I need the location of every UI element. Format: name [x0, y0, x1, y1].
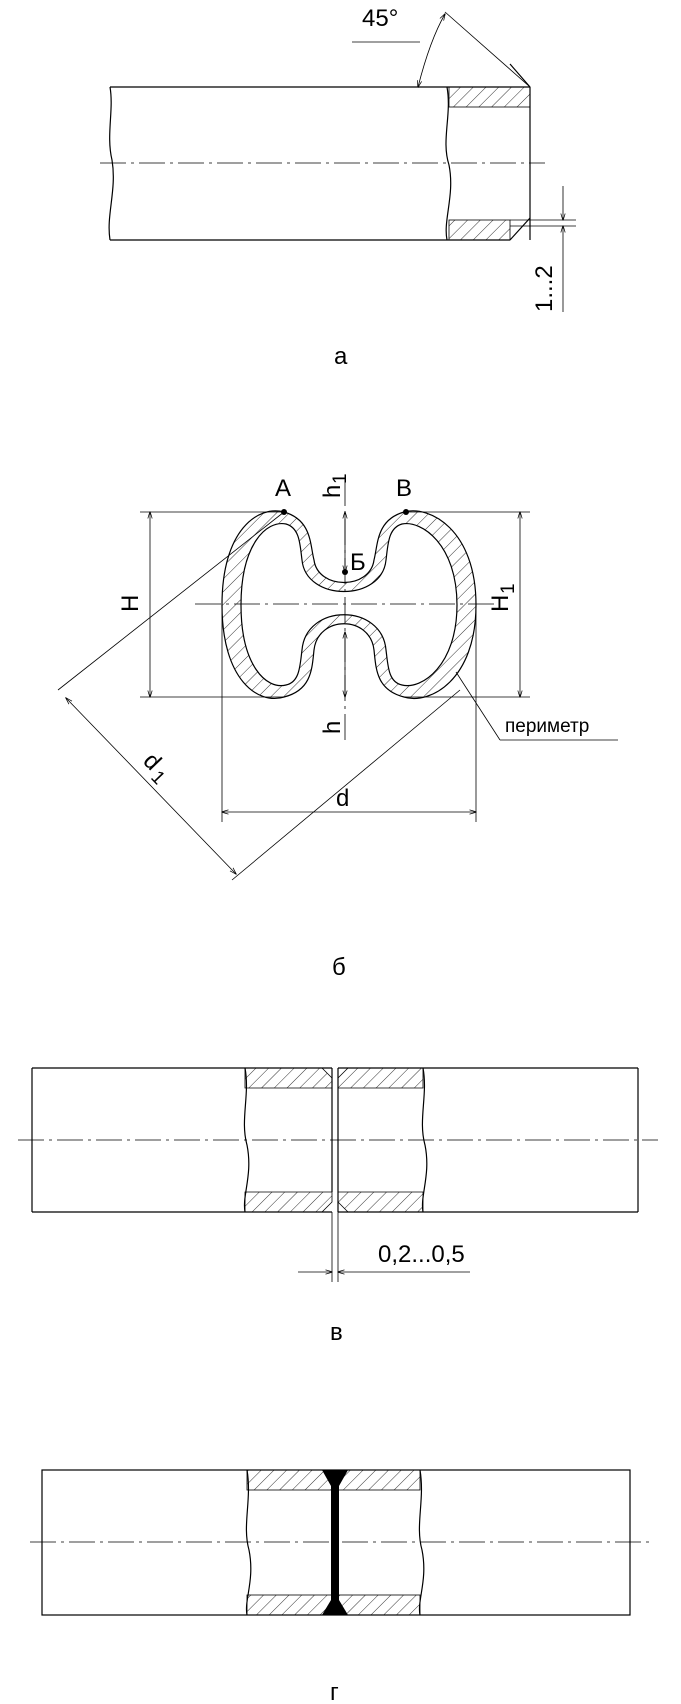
- dim-H1: H: [487, 595, 514, 612]
- wall-bottom-section: [448, 219, 511, 241]
- wall-right-bottom: [337, 1191, 424, 1213]
- dim-H: H: [117, 595, 144, 612]
- caption-g: г: [330, 1679, 339, 1704]
- figure-b: А Б В H H 1 h 1 h d d 1: [57, 473, 618, 981]
- dim-h1-sub: 1: [330, 473, 351, 484]
- dim-h1: h: [319, 485, 346, 498]
- profile-section: [221, 510, 477, 699]
- wall-top-section: [448, 86, 531, 108]
- figure-g: г: [30, 1469, 650, 1704]
- wall-right-top: [337, 1067, 424, 1089]
- perimeter-label: периметр: [505, 716, 589, 737]
- gap-label-a: 1...2: [531, 265, 558, 312]
- label-v: В: [396, 475, 412, 502]
- dim-h: h: [319, 721, 346, 734]
- wall-left-bottom: [244, 1191, 333, 1213]
- label-b: Б: [350, 549, 366, 576]
- caption-b: б: [332, 954, 346, 981]
- caption-v: в: [330, 1319, 343, 1346]
- caption-a: а: [334, 343, 348, 370]
- angle-arc: [418, 14, 445, 87]
- dim-d: d: [336, 785, 349, 812]
- figure-v: 0,2...0,5 в: [18, 1067, 658, 1346]
- figure-a: 45° 1...2 а: [100, 5, 576, 370]
- angle-label: 45°: [362, 5, 398, 32]
- wall-left-top: [244, 1067, 333, 1089]
- label-a: А: [275, 475, 291, 502]
- dim-H1-sub: 1: [498, 583, 519, 594]
- weld-seam: [322, 1470, 348, 1615]
- gap-label-v: 0,2...0,5: [378, 1241, 465, 1268]
